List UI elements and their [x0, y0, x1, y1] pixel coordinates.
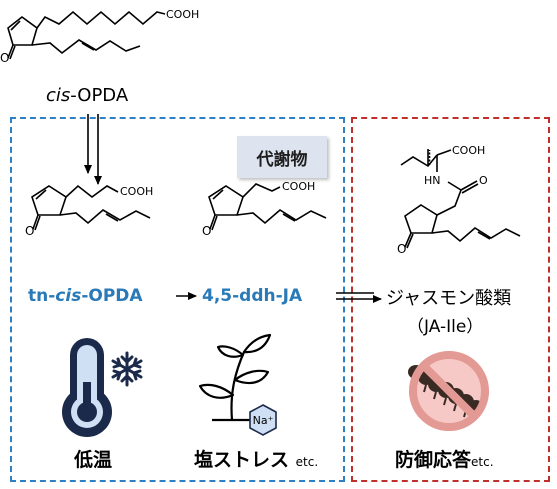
- no-caterpillar-icon: [408, 351, 489, 431]
- sodium-ion-label: Na⁺: [253, 414, 274, 427]
- tn-cis-opda-label: tn-cis-OPDA: [28, 286, 143, 306]
- defense-etc: etc.: [471, 455, 494, 469]
- cis-opda-ketone-o: O: [0, 51, 9, 65]
- sodium-hexagon-icon: Na⁺: [249, 404, 277, 436]
- cold-caption: 低温: [74, 449, 113, 471]
- tn-opda-cooh: COOH: [120, 185, 153, 198]
- ddh-ja-cooh: COOH: [282, 180, 315, 193]
- cis-opda-label: cis-OPDA: [46, 85, 129, 106]
- plant-icon: [198, 333, 272, 422]
- salt-stress-caption: 塩ストレス etc.: [194, 449, 319, 471]
- ddh-ja-structure: [208, 183, 327, 231]
- defense-response-caption: 防御応答etc.: [395, 449, 494, 471]
- cis-opda-cooh: COOH: [166, 8, 199, 21]
- ja-ile-cooh: COOH: [452, 144, 485, 157]
- thermometer-icon: [62, 338, 112, 437]
- ddh-ja-ketone-o: O: [202, 224, 211, 238]
- jasmonates-label: ジャスモン酸類: [386, 288, 512, 309]
- snowflake-icon: [111, 351, 143, 387]
- ddh-ja-label: 4,5-ddh-JA: [202, 286, 303, 306]
- tn-opda-ketone-o: O: [25, 224, 34, 238]
- cis-opda-structure: [7, 10, 166, 60]
- tn-opda-structure: [31, 184, 151, 231]
- ja-ile-amide-o: O: [479, 174, 488, 187]
- ja-ile-ketone-o: O: [397, 242, 406, 256]
- ja-ile-nh: HN: [424, 174, 441, 187]
- ja-ile-label: （JA-Ile）: [407, 317, 484, 337]
- metabolite-badge: 代謝物: [237, 136, 327, 178]
- ja-ile-structure: [400, 149, 521, 249]
- salt-etc: etc.: [295, 455, 319, 469]
